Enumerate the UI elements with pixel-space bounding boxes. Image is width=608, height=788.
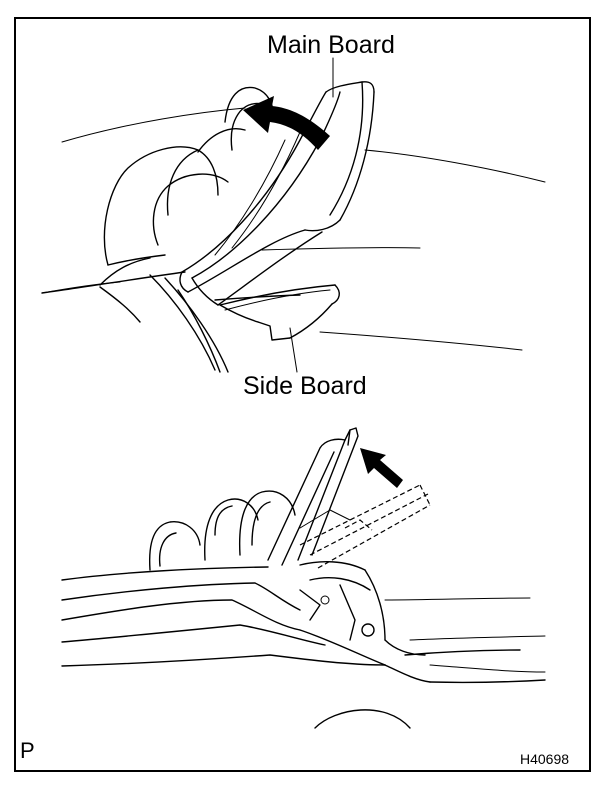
- top-backdrop-line: [261, 247, 421, 251]
- dashed-board: [299, 484, 431, 569]
- steering-wheel-arc: [314, 709, 411, 729]
- seats: [99, 86, 274, 286]
- body-rails: [41, 271, 301, 373]
- straight-arrow-icon: [360, 448, 403, 488]
- curved-arrow-icon: [243, 96, 330, 150]
- main-board-label: Main Board: [267, 31, 395, 59]
- top-backdrop-line: [319, 331, 523, 351]
- figure-id-code: H40698: [520, 751, 570, 767]
- main-board-panel: [179, 81, 375, 306]
- top-illustration: [41, 57, 546, 373]
- body-lines: [61, 566, 546, 684]
- top-backdrop-line: [61, 107, 246, 143]
- figure-frame: [14, 17, 591, 772]
- side-board-panel: [219, 284, 340, 341]
- mechanism: [299, 561, 426, 656]
- side-board-label: Side Board: [243, 372, 367, 400]
- corner-left-letter: P: [20, 738, 35, 763]
- raised-board: [267, 427, 359, 566]
- side-board-leader: [289, 327, 298, 373]
- bottom-illustration: [61, 427, 546, 729]
- bottom-seats: [148, 490, 296, 571]
- top-backdrop-line: [364, 149, 546, 183]
